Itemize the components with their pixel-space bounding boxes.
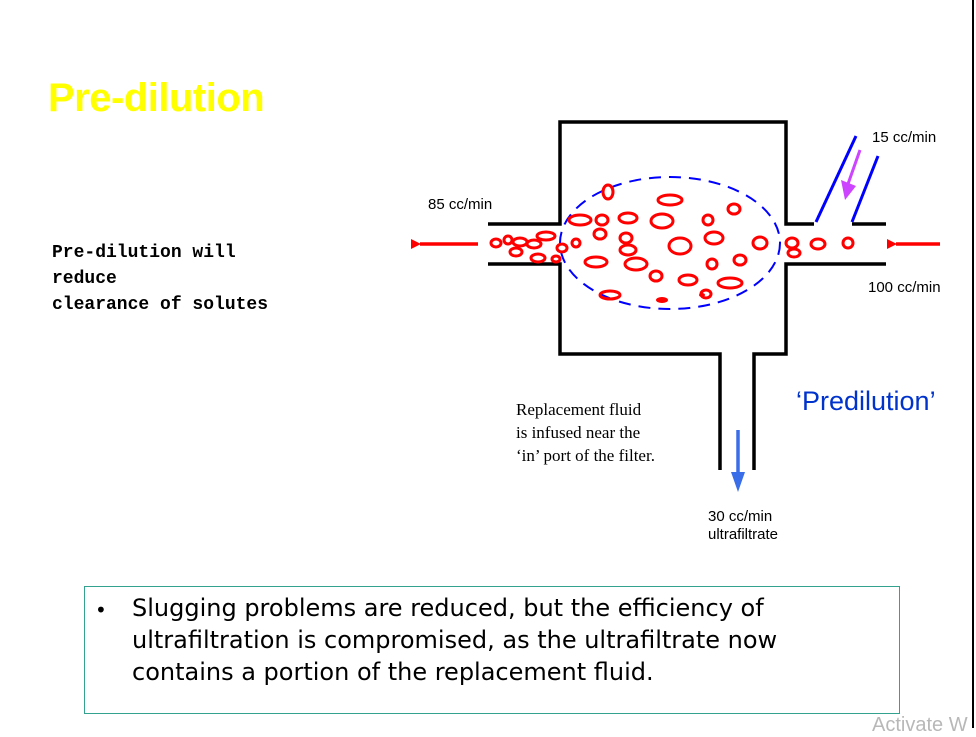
bullet-marker: •	[95, 598, 107, 622]
clearance-note: Pre-dilution will reduce clearance of so…	[52, 243, 269, 315]
infusion-line	[814, 135, 880, 223]
caption-line-1: Replacement fluid	[516, 400, 642, 419]
bullet-text: Slugging problems are reduced, but the e…	[132, 594, 778, 686]
flow-rate-in-top: 15 cc/min	[872, 129, 936, 146]
ultrafiltrate-rate: 30 cc/min	[708, 508, 772, 525]
flow-rate-in-right: 100 cc/min	[868, 279, 941, 296]
ultrafiltrate-arrow	[731, 430, 745, 492]
blood-cells	[489, 183, 855, 301]
bullet-box	[84, 586, 900, 714]
predilution-label: ‘Predilution’	[796, 386, 936, 416]
infusion-arrow	[841, 149, 862, 200]
caption-line-2: is infused near the	[516, 423, 640, 442]
filter-housing	[488, 120, 886, 470]
caption-line-3: ‘in’ port of the filter.	[516, 446, 655, 465]
solid-cells	[656, 293, 705, 303]
slide-title: Pre-dilution	[48, 76, 265, 120]
ultrafiltrate-label: ultrafiltrate	[708, 526, 778, 543]
activation-watermark: Activate W	[872, 714, 968, 736]
flow-rate-out-left: 85 cc/min	[428, 196, 492, 213]
slide-edge-line	[972, 0, 974, 728]
